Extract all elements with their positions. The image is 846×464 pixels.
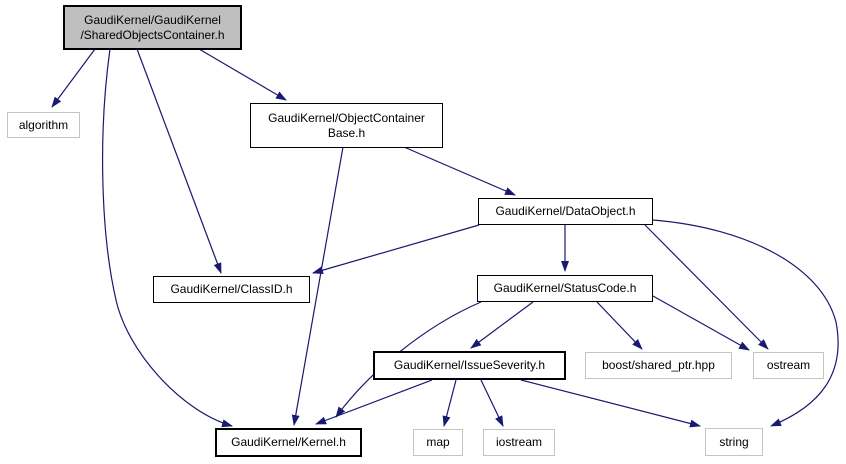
edge-issueseverity-to-iostream	[480, 379, 504, 427]
edge-issueseverity-to-kernel	[315, 379, 433, 425]
node-label: /SharedObjectsContainer.h	[80, 27, 225, 42]
node-sharedobjectscontainer: GaudiKernel/GaudiKernel /SharedObjectsCo…	[63, 5, 242, 50]
edge-statuscode-to-ostream	[652, 295, 750, 351]
node-string: string	[705, 428, 763, 456]
node-iostream: iostream	[483, 429, 555, 456]
node-label: string	[719, 434, 749, 449]
node-kernel[interactable]: GaudiKernel/Kernel.h	[215, 428, 362, 457]
node-boost-shared-ptr: boost/shared_ptr.hpp	[585, 352, 732, 379]
node-map: map	[413, 429, 463, 456]
node-label: GaudiKernel/GaudiKernel	[84, 12, 221, 27]
node-statuscode[interactable]: GaudiKernel/StatusCode.h	[477, 275, 653, 302]
node-ostream: ostream	[753, 352, 824, 379]
node-label: GaudiKernel/ObjectContainer	[268, 110, 425, 125]
edge-shared-to-objectcontainer	[198, 48, 287, 101]
node-label: iostream	[495, 435, 542, 449]
edge-shared-to-algorithm	[51, 48, 96, 108]
edge-issueseverity-to-map	[442, 379, 457, 427]
node-label: algorithm	[18, 117, 69, 132]
edge-objectcontainer-to-dataobject	[403, 146, 516, 196]
edge-shared-to-kernel	[102, 48, 233, 428]
node-dataobject[interactable]: GaudiKernel/DataObject.h	[478, 198, 653, 225]
node-label: boost/shared_ptr.hpp	[602, 358, 715, 372]
node-label: ostream	[766, 358, 811, 372]
edge-statuscode-to-boost	[596, 301, 643, 350]
node-classid[interactable]: GaudiKernel/ClassID.h	[153, 276, 310, 303]
node-algorithm: algorithm	[7, 112, 80, 138]
node-label: GaudiKernel/ClassID.h	[170, 282, 293, 296]
node-label: GaudiKernel/Kernel.h	[231, 435, 346, 449]
node-label: GaudiKernel/StatusCode.h	[493, 281, 637, 295]
node-issueseverity[interactable]: GaudiKernel/IssueSeverity.h	[373, 351, 566, 380]
edge-shared-to-classid	[136, 48, 222, 274]
edge-dataobject-to-ostream	[644, 224, 769, 350]
node-objectcontainerbase[interactable]: GaudiKernel/ObjectContainer Base.h	[250, 103, 443, 148]
edge-dataobject-to-classid	[312, 224, 480, 275]
node-label: map	[426, 435, 450, 449]
edge-statuscode-to-issueseverity	[470, 301, 534, 349]
edge-issueseverity-to-string	[520, 379, 701, 428]
node-label: GaudiKernel/IssueSeverity.h	[393, 358, 546, 372]
node-label: Base.h	[327, 125, 366, 140]
node-label: GaudiKernel/DataObject.h	[495, 204, 636, 218]
edge-dataobject-to-string	[652, 219, 839, 427]
